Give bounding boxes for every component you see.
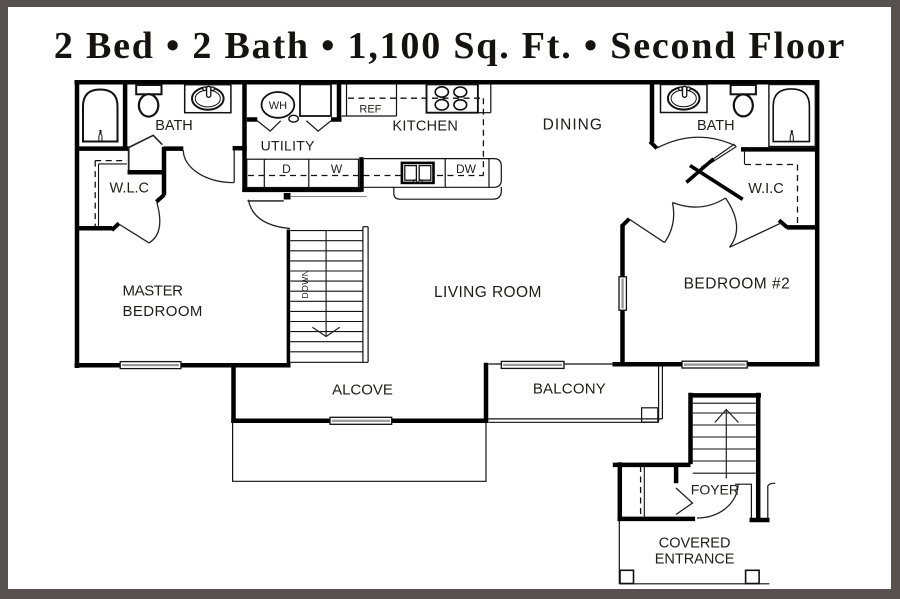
svg-text:WH: WH [269,100,287,112]
svg-text:REF: REF [359,103,381,115]
svg-text:ALCOVE: ALCOVE [332,382,393,399]
svg-text:BALCONY: BALCONY [533,381,606,398]
svg-text:W.I.C: W.I.C [748,181,783,197]
svg-text:BEDROOM: BEDROOM [123,303,203,320]
svg-text:FOYER: FOYER [691,482,739,498]
svg-text:BEDROOM #2: BEDROOM #2 [684,276,791,293]
svg-text:DOWN: DOWN [300,270,310,299]
svg-text:KITCHEN: KITCHEN [392,118,458,134]
svg-text:ENTRANCE: ENTRANCE [655,552,735,568]
svg-text:DW: DW [456,162,477,176]
svg-text:BATH: BATH [155,118,193,134]
svg-text:UTILITY: UTILITY [261,137,316,153]
svg-text:COVERED: COVERED [659,536,731,552]
svg-text:BATH: BATH [697,118,735,134]
svg-text:D: D [282,162,291,176]
svg-text:W.L.C: W.L.C [110,181,149,197]
svg-text:2 Bed • 2 Bath • 1,100 Sq. Ft.: 2 Bed • 2 Bath • 1,100 Sq. Ft. • Second … [54,25,846,67]
svg-text:LIVING ROOM: LIVING ROOM [434,284,542,301]
svg-text:W: W [331,162,343,176]
svg-text:DINING: DINING [543,116,603,133]
svg-text:MASTER: MASTER [123,283,184,300]
